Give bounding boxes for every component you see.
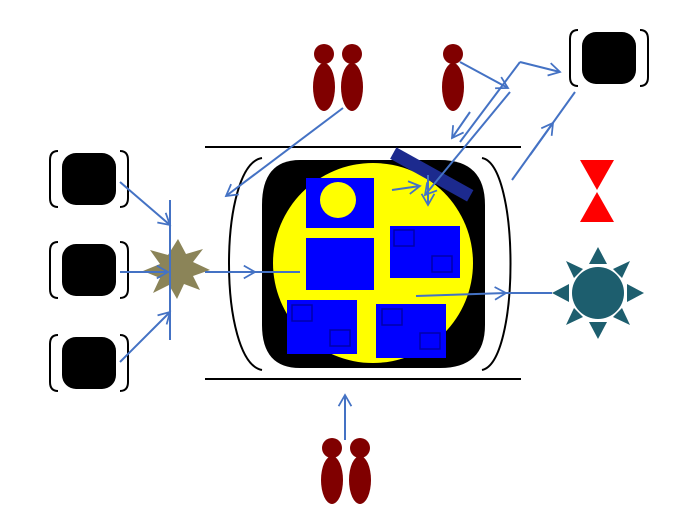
arrow-from-display-bottom	[119, 310, 172, 363]
arrow-down-left	[450, 111, 471, 140]
pair-top	[313, 44, 363, 111]
display-right-top	[569, 29, 649, 87]
arrow-pair-top	[224, 107, 344, 198]
panel-inner-2	[431, 255, 453, 273]
panel-sun-circle	[320, 182, 356, 218]
panel-inner-6	[419, 332, 441, 350]
pair-bottom	[321, 438, 371, 504]
panel-inner-3	[291, 304, 313, 322]
panel-middle-left	[306, 238, 374, 290]
arrow-inner-top	[391, 180, 422, 195]
display-left-bottom	[49, 334, 129, 392]
blue-bar	[390, 147, 474, 202]
arrow-branch-up	[459, 61, 521, 143]
arrow-from-display-top	[119, 181, 172, 227]
panel-inner-1	[393, 229, 415, 247]
arrow-single-to-right	[459, 61, 510, 90]
panel-inner-4	[329, 329, 351, 347]
arrow-group	[119, 61, 576, 440]
arrow-branch-right	[519, 61, 562, 77]
arrow-diag-up-right	[529, 121, 555, 156]
display-left-middle	[49, 241, 129, 299]
hourglass	[580, 160, 614, 222]
panel-bottom-left	[287, 300, 357, 354]
display-left-top	[49, 150, 129, 208]
device-frame	[205, 146, 521, 380]
starburst	[143, 239, 210, 299]
panel-middle-right	[390, 226, 460, 278]
panel-group	[287, 178, 460, 358]
sun	[552, 247, 644, 339]
arrow-to-device-top	[423, 91, 511, 197]
single-top	[442, 44, 464, 111]
panel-inner-5	[381, 308, 403, 326]
arrow-device-to-sun	[415, 286, 508, 301]
panel-bottom-right	[376, 304, 446, 358]
